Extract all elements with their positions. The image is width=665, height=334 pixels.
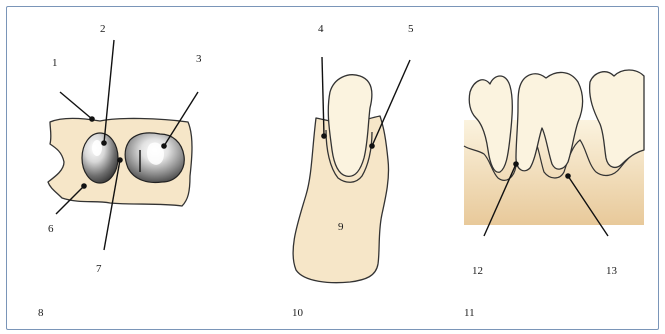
label-7: 7: [96, 263, 102, 275]
leader-3-dot: [161, 143, 167, 149]
leader-5: [372, 60, 410, 146]
leader-5-dot: [369, 143, 375, 149]
implant-crown-left-highlight: [92, 140, 102, 156]
label-13: 13: [606, 265, 618, 277]
label-3: 3: [196, 53, 202, 65]
label-11: 11: [464, 307, 475, 319]
leader-7-dot: [117, 157, 123, 163]
leader-6-dot: [81, 183, 87, 189]
label-9: 9: [338, 221, 344, 233]
label-2: 2: [100, 23, 106, 35]
label-1: 1: [52, 57, 58, 69]
leader-13-dot: [565, 173, 571, 179]
label-6: 6: [48, 223, 54, 235]
panel-tooth-in-bone: [293, 75, 388, 283]
implant-crown-left: [82, 133, 118, 183]
leader-1: [60, 92, 92, 119]
label-12: 12: [472, 265, 483, 277]
panel-molar-section: [464, 70, 644, 225]
label-5: 5: [408, 23, 414, 35]
leader-4-dot: [321, 133, 327, 139]
label-4: 4: [318, 23, 324, 35]
label-10: 10: [292, 307, 304, 319]
label-8: 8: [38, 307, 44, 319]
leader-1-dot: [89, 116, 95, 122]
leader-12-dot: [513, 161, 519, 167]
leader-2-dot: [101, 140, 107, 146]
